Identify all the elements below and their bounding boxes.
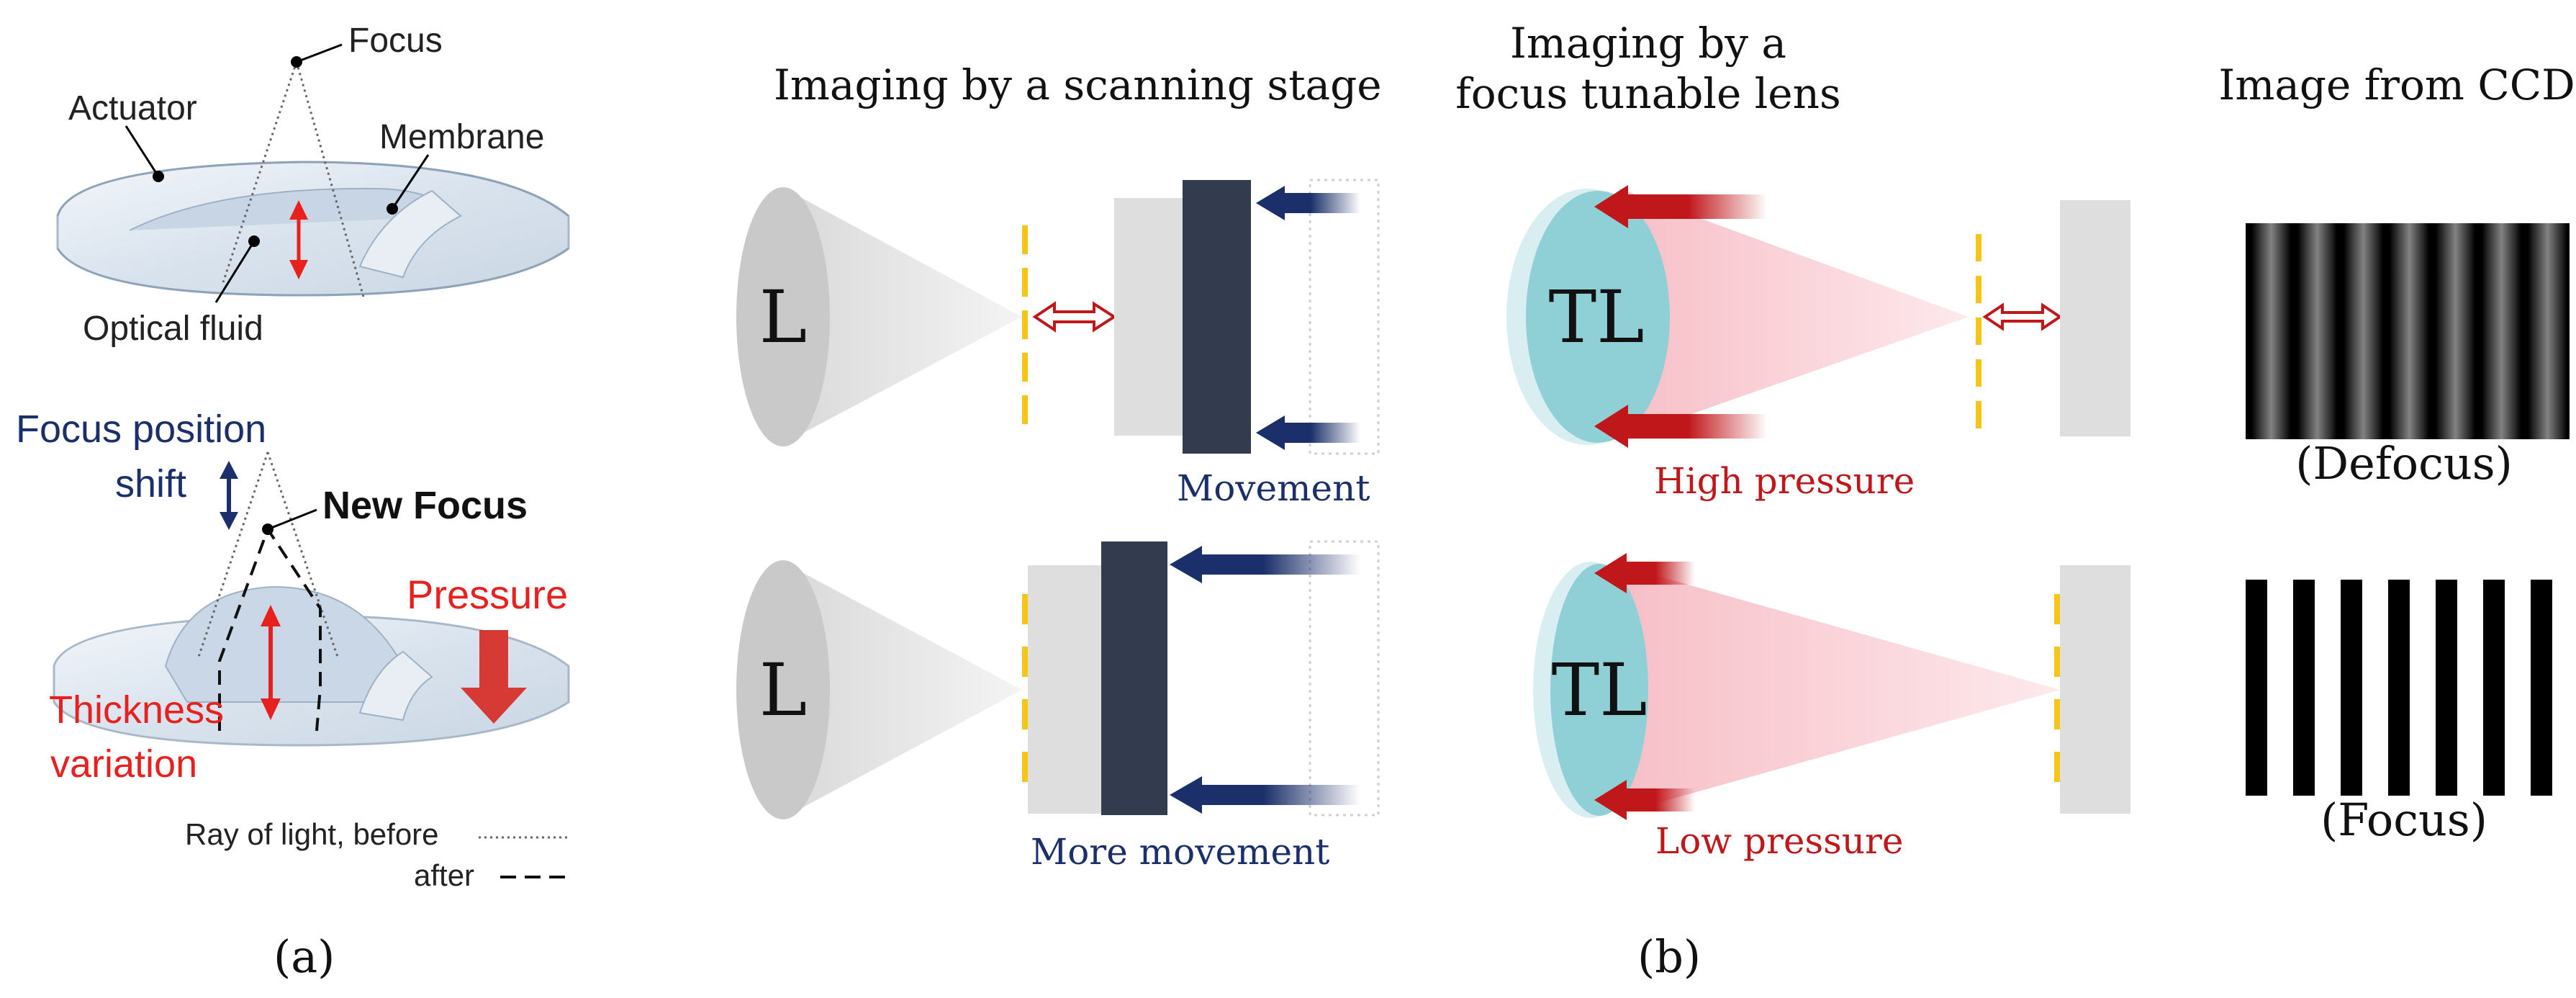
membrane-leader <box>391 154 430 210</box>
label-optical-fluid: Optical fluid <box>83 310 263 348</box>
title-ccd: Image from CCD <box>2218 60 2575 109</box>
tunable-plate-bottom <box>2060 565 2130 814</box>
thickness-arrow-bottom <box>261 605 281 720</box>
stage-block-top <box>1183 180 1251 454</box>
sample-dashes-bottom <box>1022 594 1028 782</box>
fluid-leader <box>214 240 256 303</box>
label-high-pressure: High pressure <box>1654 460 1915 502</box>
caption-a: (a) <box>274 930 335 983</box>
lens-bottom-illustration <box>53 585 570 747</box>
title-scanning-stage: Imaging by a scanning stage <box>774 60 1382 109</box>
label-thickness: Thickness <box>49 688 224 732</box>
tunable-dashes-bottom <box>2054 594 2060 782</box>
stage-plate-top <box>1114 198 1183 436</box>
lens-l-bottom-label: L <box>759 648 807 732</box>
label-defocus: (Defocus) <box>2295 437 2513 490</box>
distance-arrow-tunable <box>1982 302 2063 331</box>
ccd-image-focus <box>2246 580 2570 796</box>
ray-before-right <box>266 451 340 660</box>
distance-arrow-top <box>1032 301 1117 333</box>
label-more-movement: More movement <box>1031 831 1329 873</box>
light-cone-bottom <box>785 563 1022 817</box>
tunable-lens-bottom-label: TL <box>1551 648 1647 732</box>
panel-a: Focus Actuator Membrane Optical fluid Fo… <box>16 22 570 983</box>
light-cone-top <box>785 189 1022 443</box>
movement-arrows-top <box>1256 186 1360 450</box>
pressure-arrows-low <box>1594 553 1695 820</box>
ccd-image-defocus <box>2246 223 2570 439</box>
label-shift: shift <box>115 462 186 505</box>
tunable-lens-top <box>1526 191 1670 443</box>
panel-b-ccd: Image from CCD (Defocus) (Focus) <box>2218 60 2575 846</box>
ray-after <box>218 526 322 732</box>
label-movement: Movement <box>1177 467 1370 509</box>
ray-top-left <box>222 61 298 283</box>
shift-arrow <box>220 461 238 530</box>
lens-l-bottom <box>736 560 830 819</box>
label-focus: Focus <box>348 22 443 60</box>
sample-dashes-top <box>1022 225 1028 424</box>
ray-top-right <box>295 61 365 297</box>
movement-arrows-bottom <box>1170 546 1360 814</box>
stage-plate-bottom <box>1028 565 1101 814</box>
legend-ray-after: after <box>414 858 474 892</box>
label-membrane: Membrane <box>379 118 544 156</box>
legend-ray-before: Ray of light, before <box>185 817 439 851</box>
pressure-arrow <box>461 630 527 724</box>
label-low-pressure: Low pressure <box>1655 820 1904 862</box>
pressure-arrows-high <box>1594 185 1767 448</box>
stage-ghost-bottom <box>1309 540 1380 817</box>
actuator-leader <box>125 125 160 177</box>
label-focus-position: Focus position <box>16 408 266 451</box>
label-variation: variation <box>50 742 197 786</box>
panel-b-tunable: Imaging by a focus tunable lens TL High … <box>1455 19 2130 983</box>
title-tunable-line1: Imaging by a <box>1510 19 1786 68</box>
label-focus-ccd: (Focus) <box>2320 794 2487 846</box>
lens-l-top-label: L <box>759 275 807 359</box>
tunable-lens-bottom <box>1550 564 1648 816</box>
pink-cone-bottom <box>1619 565 2060 814</box>
title-tunable-line2: focus tunable lens <box>1455 69 1840 118</box>
panel-b-scanning: Imaging by a scanning stage L Movement L <box>736 60 1382 873</box>
label-actuator: Actuator <box>68 89 197 127</box>
caption-b: (b) <box>1637 930 1701 983</box>
focus-leader <box>296 43 343 63</box>
label-pressure: Pressure <box>407 572 568 617</box>
label-new-focus: New Focus <box>322 484 528 527</box>
tunable-dashes-top <box>1976 234 1981 428</box>
thickness-arrow-top <box>289 200 308 279</box>
tunable-lens-top-label: TL <box>1548 275 1644 359</box>
stage-ghost-top <box>1309 179 1380 455</box>
pink-cone-top <box>1619 189 1969 439</box>
lens-l-top <box>736 187 830 446</box>
tunable-plate-top <box>2060 200 2130 436</box>
lens-top-illustration <box>56 161 570 297</box>
stage-block-bottom <box>1101 541 1167 815</box>
ray-before-left <box>196 451 269 660</box>
